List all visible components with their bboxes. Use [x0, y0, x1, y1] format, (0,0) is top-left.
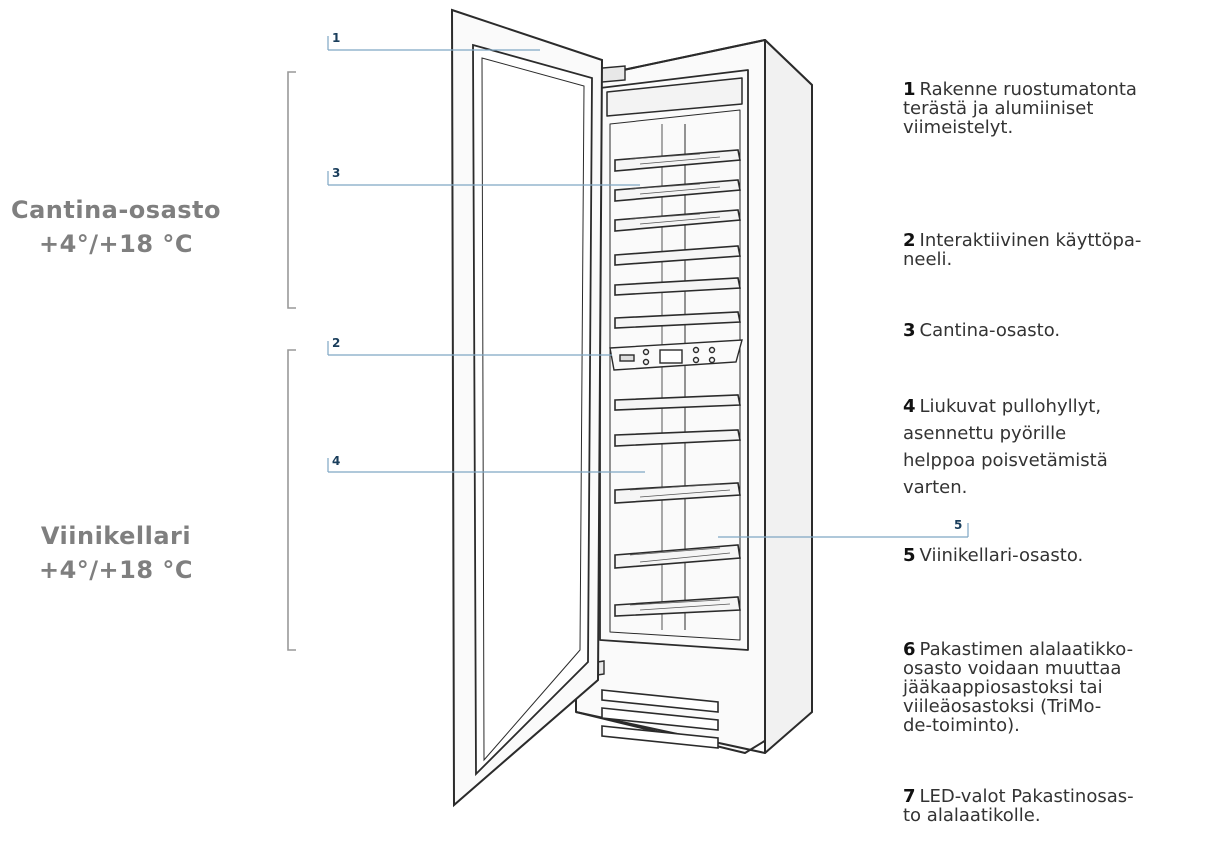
shelf	[614, 245, 741, 266]
shelf	[614, 311, 741, 329]
shelf	[614, 544, 741, 569]
legend-num: 4	[903, 396, 916, 417]
cantina-zone-label: Cantina-osasto +4°/+18 °C	[0, 193, 232, 261]
legend-num: 2	[903, 230, 916, 251]
bottom-vents	[601, 689, 719, 749]
cantina-zone-temp: +4°/+18 °C	[38, 230, 194, 258]
cantina-zone-name: Cantina-osasto	[10, 196, 222, 224]
viinikellari-bracket	[287, 349, 296, 651]
shelf	[614, 429, 741, 447]
shelf-slats	[629, 153, 731, 611]
shelf	[614, 596, 741, 617]
legend-text: Viinikellari-osasto.	[919, 545, 1084, 566]
callout-4: 4	[332, 454, 341, 468]
legend-num: 3	[903, 320, 916, 341]
legend-text: LED-valot Pakastinosas- to alalaatikolle…	[903, 786, 1134, 826]
legend-text: Interaktiivinen käyttöpa- neeli.	[903, 230, 1142, 270]
zone-brackets	[287, 71, 296, 651]
open-door	[450, 8, 604, 808]
legend-text: Rakenne ruostumatonta terästä ja alumiin…	[903, 79, 1137, 138]
callout-3: 3	[332, 166, 341, 180]
shelf	[614, 277, 741, 296]
callout-1: 1	[332, 31, 341, 45]
viinikellari-zone-label: Viinikellari +4°/+18 °C	[0, 519, 232, 587]
legend-num: 6	[903, 639, 916, 660]
shelf	[614, 394, 741, 411]
callout-2: 2	[332, 336, 341, 350]
callout-5: 5	[954, 518, 963, 532]
legend-num: 1	[903, 79, 916, 100]
top-light-bar	[606, 77, 743, 117]
legend-num: 5	[903, 545, 916, 566]
cantina-bracket	[287, 71, 296, 309]
legend-num: 7	[903, 786, 916, 807]
viinikellari-zone-name: Viinikellari	[40, 522, 192, 550]
legend-text: Liukuvat pullohyllyt, asennettu pyörille…	[903, 396, 1108, 498]
legend-text: Cantina-osasto.	[919, 320, 1061, 341]
control-panel	[609, 339, 743, 371]
cabinet-side	[764, 39, 813, 754]
callout-lines	[327, 36, 969, 538]
viinikellari-zone-temp: +4°/+18 °C	[38, 556, 194, 584]
legend-text: Pakastimen alalaatikko- osasto voidaan m…	[903, 639, 1134, 736]
